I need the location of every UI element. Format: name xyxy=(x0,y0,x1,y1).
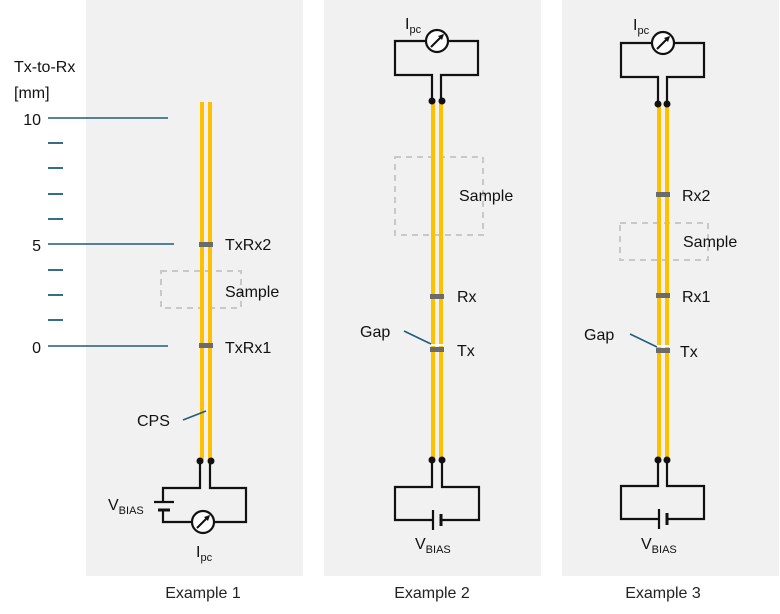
axis-tick-label-10: 10 xyxy=(23,112,41,129)
label-ipc: Ipc xyxy=(405,16,422,36)
gap xyxy=(430,344,444,346)
label-sample: Sample xyxy=(459,188,513,205)
photocurrent-circuit xyxy=(393,39,480,101)
electrode-txrx2 xyxy=(199,242,213,247)
terminal-dot xyxy=(654,100,662,108)
cps-trace-right xyxy=(665,103,669,460)
terminal-dot xyxy=(428,456,436,464)
terminal-dot xyxy=(663,100,671,108)
label-vbias: VBIAS xyxy=(108,497,144,517)
electrode-txrx1 xyxy=(199,343,213,348)
caption-example-2: Example 2 xyxy=(394,585,470,602)
label-cps: CPS xyxy=(137,413,170,430)
example-1: TxRx2 Sample TxRx1 CPS VBIAS Ipc xyxy=(108,102,279,564)
label-txrx1: TxRx1 xyxy=(225,340,271,357)
ammeter-icon xyxy=(190,509,216,535)
bias-circuit xyxy=(154,461,248,524)
terminal-dot xyxy=(207,457,215,465)
label-vbias: VBIAS xyxy=(641,536,677,556)
caption-example-1: Example 1 xyxy=(165,585,241,602)
terminal-dot xyxy=(663,456,671,464)
ammeter-icon xyxy=(424,28,450,54)
ammeter-icon xyxy=(650,30,676,56)
label-sample: Sample xyxy=(225,284,279,301)
label-ipc: Ipc xyxy=(633,17,650,37)
example-2: Sample Rx Tx Gap Ipc VBIAS xyxy=(360,16,513,556)
electrode-tx xyxy=(656,348,670,353)
example-3: Rx2 Sample Rx1 Tx Gap Ipc VBIAS xyxy=(584,17,737,556)
bias-circuit xyxy=(393,461,481,530)
axis-tick-label-5: 5 xyxy=(32,238,41,255)
gap xyxy=(656,345,670,347)
label-vbias: VBIAS xyxy=(415,536,451,556)
cps-trace-right xyxy=(439,103,443,460)
cps-trace-left xyxy=(431,103,435,460)
axis-title-line2: [mm] xyxy=(14,85,50,102)
electrode-rx xyxy=(430,294,444,299)
cps-trace-right xyxy=(208,102,212,460)
panel-example-1 xyxy=(86,0,303,576)
label-sample: Sample xyxy=(683,234,737,251)
terminal-dot xyxy=(196,457,204,465)
photocurrent-circuit xyxy=(619,41,706,101)
terminal-dot xyxy=(654,456,662,464)
electrode-rx2 xyxy=(656,192,670,197)
caption-example-3: Example 3 xyxy=(625,585,701,602)
electrode-rx1 xyxy=(656,293,670,298)
sample-outline xyxy=(619,222,709,261)
terminal-dot xyxy=(438,97,446,105)
label-rx1: Rx1 xyxy=(682,289,711,306)
gap-pointer xyxy=(403,330,432,345)
bias-circuit xyxy=(619,461,706,529)
label-rx2: Rx2 xyxy=(682,188,711,205)
label-rx: Rx xyxy=(457,289,477,306)
gap-pointer xyxy=(629,333,658,348)
electrode-tx xyxy=(430,347,444,352)
axis-title-line1: Tx-to-Rx xyxy=(14,59,75,76)
terminal-dot xyxy=(438,456,446,464)
label-gap: Gap xyxy=(360,324,390,341)
label-tx: Tx xyxy=(680,344,698,361)
panel-example-3 xyxy=(562,0,779,576)
label-tx: Tx xyxy=(457,343,475,360)
cps-trace-left xyxy=(657,103,661,460)
cps-pointer xyxy=(182,410,207,421)
label-gap: Gap xyxy=(584,327,614,344)
label-ipc: Ipc xyxy=(196,544,213,564)
axis-tick-label-0: 0 xyxy=(32,340,41,357)
label-txrx2: TxRx2 xyxy=(225,237,271,254)
cps-trace-left xyxy=(200,102,204,460)
terminal-dot xyxy=(428,97,436,105)
distance-axis: Tx-to-Rx [mm] 10 5 0 xyxy=(14,59,174,357)
